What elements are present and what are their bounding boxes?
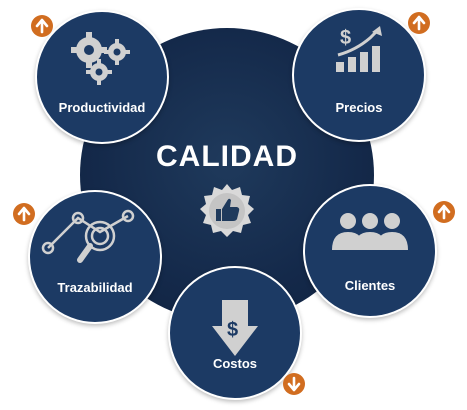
gears-icon (71, 32, 130, 85)
dollar-bar-chart-icon: $ (336, 26, 382, 72)
magnifier-network-icon (41, 209, 135, 263)
up-arrow-icon (433, 201, 455, 223)
node-label-trazabilidad: Trazabilidad (57, 280, 133, 295)
up-arrow-icon (13, 203, 35, 225)
svg-text:$: $ (340, 27, 351, 49)
up-arrow-icon (31, 15, 53, 37)
up-arrow-icon (408, 12, 430, 34)
node-label-productividad: Productividad (58, 100, 146, 115)
people-group-icon (332, 213, 408, 250)
node-label-clientes: Clientes (344, 278, 396, 293)
down-arrow-icon (283, 373, 305, 395)
node-trazabilidad: Trazabilidad (28, 190, 162, 324)
svg-text:$: $ (227, 319, 238, 341)
thumbs-up-seal-icon (200, 184, 254, 237)
center-title: CALIDAD (156, 140, 298, 173)
node-clientes: Clientes (303, 184, 437, 318)
node-precios: $ Precios (292, 8, 426, 142)
dollar-down-arrow-icon: $ (212, 300, 258, 356)
node-costos: $ Costos (168, 266, 302, 400)
node-label-precios: Precios (335, 100, 383, 115)
node-label-costos: Costos (212, 356, 258, 371)
node-productividad: Productividad (35, 10, 169, 144)
